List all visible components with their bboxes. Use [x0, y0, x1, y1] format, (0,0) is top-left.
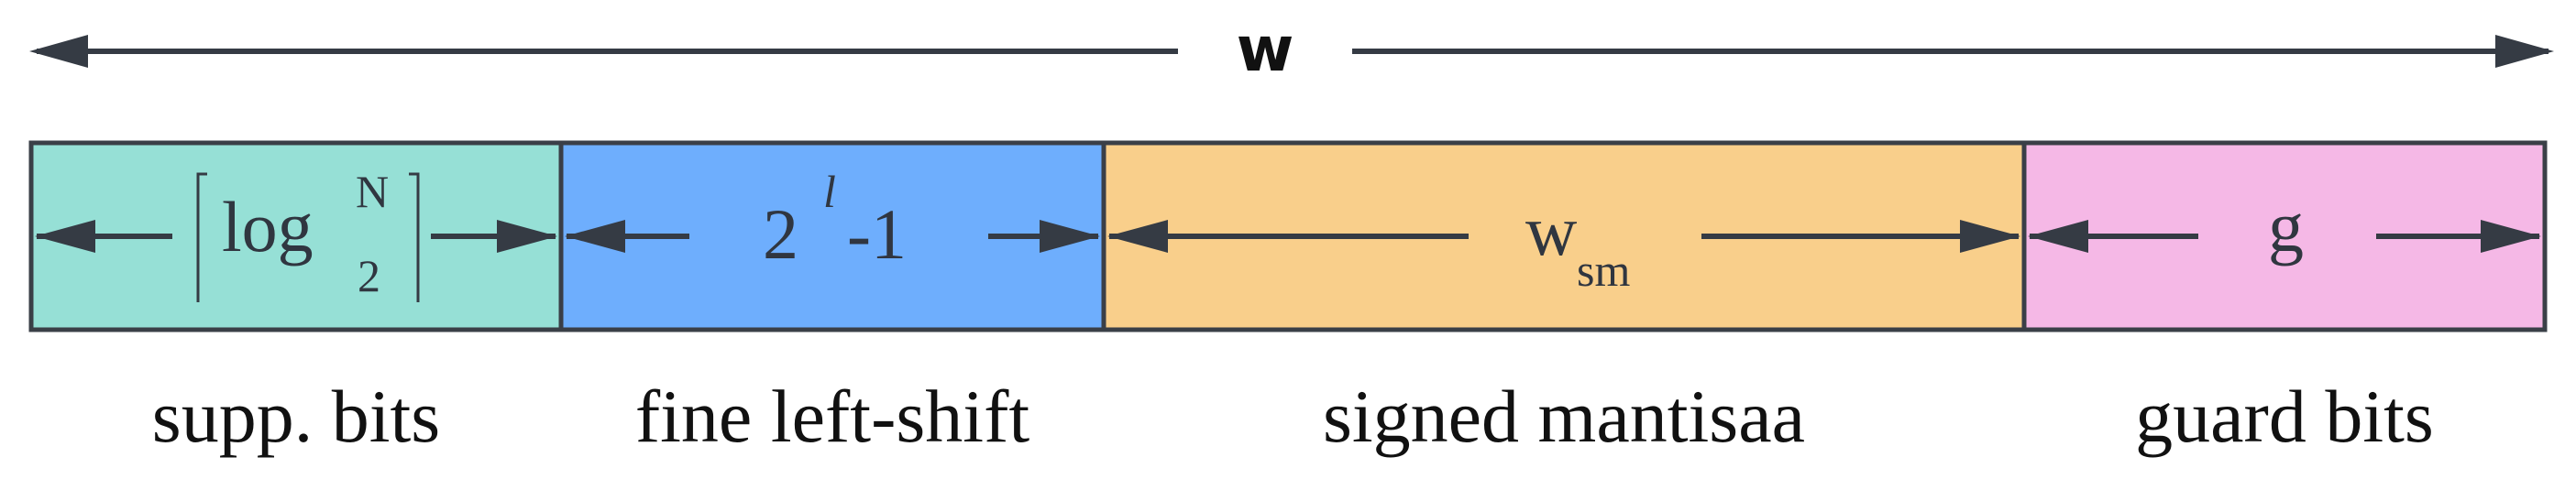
guard-bits-span-arrows — [2028, 220, 2541, 253]
total-width-arrowhead-right — [2495, 35, 2554, 68]
caption-signed-mantissa: signed mantisaa — [1322, 375, 1806, 458]
supp-bits-formula-sub: 2 — [358, 250, 380, 301]
signed-mantissa-formula-sub: sm — [1577, 245, 1630, 296]
guard-bits-formula-base: g — [2268, 187, 2304, 267]
caption-guard-bits: guard bits — [2135, 375, 2434, 458]
caption-fine-left-shift: fine left-shift — [634, 375, 1030, 458]
total-width-arrowhead-left — [29, 35, 88, 68]
register-frame — [28, 140, 2548, 332]
supp-bits-formula-sup: N — [356, 166, 389, 217]
supp-bits-span-arrows — [35, 220, 557, 253]
total-width-label: w — [1178, 5, 1352, 96]
fine-left-shift-formula-sup: l — [823, 166, 836, 217]
ceiling-bracket-right — [409, 172, 420, 302]
signed-mantissa-formula-base: w — [1525, 191, 1577, 270]
signed-mantissa-span-arrows — [1107, 220, 2020, 253]
ceiling-bracket-left — [196, 172, 207, 302]
caption-supp-bits: supp. bits — [151, 375, 441, 458]
fine-left-shift-formula-base: 2 — [763, 194, 798, 274]
fine-left-shift-formula-tail: -1 — [847, 194, 907, 274]
fine-left-shift-span-arrows — [565, 220, 1100, 253]
supp-bits-formula-base: log — [222, 187, 314, 267]
